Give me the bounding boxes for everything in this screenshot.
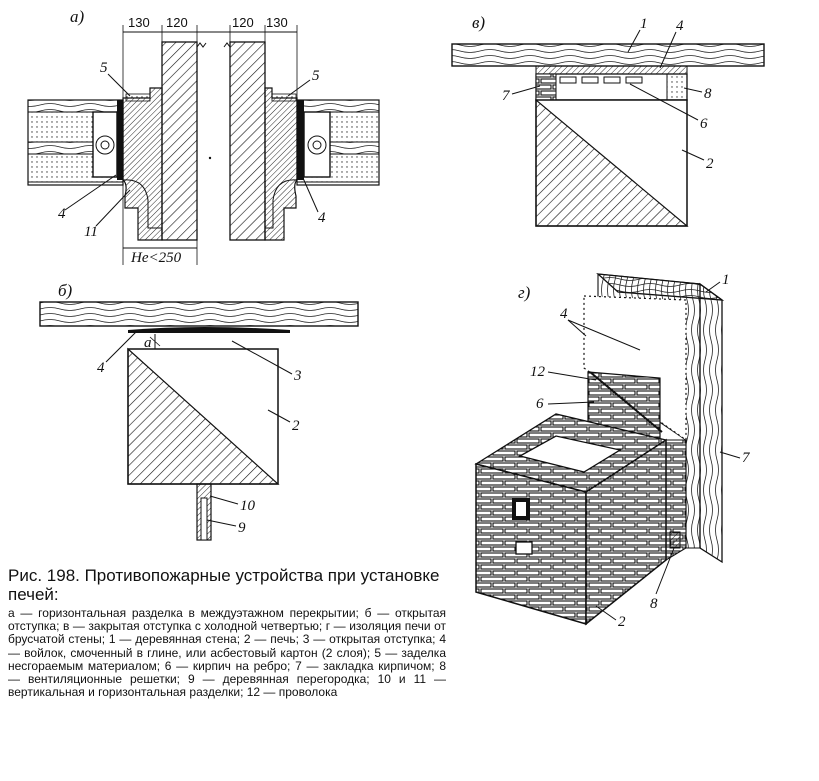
label-6-g: 6: [536, 396, 544, 412]
felt-layer-v: [535, 65, 688, 75]
wooden-wall-b: [39, 301, 359, 327]
wooden-wall-side: [699, 282, 723, 564]
panel-g-letter: г): [518, 283, 531, 302]
panel-g: г) 1 4 12 6 7 8 2: [474, 272, 751, 630]
panel-b: б) 4 а 3 2 10 9: [39, 281, 359, 541]
stove-side: [585, 438, 667, 626]
ash-door: [515, 541, 533, 555]
label-1-v: 1: [640, 16, 648, 32]
label-2-v: 2: [706, 156, 714, 172]
panel-v-letter: в): [472, 13, 485, 32]
panel-v: в) 1 4 7 8 6 2: [451, 13, 765, 227]
panel-b-letter: б): [58, 281, 73, 300]
insulation-left: [27, 111, 94, 143]
caption-legend: а — горизонтальная разделка в междуэтажн…: [8, 606, 446, 700]
label-4-v: 4: [676, 18, 684, 34]
dim-130-right: 130: [266, 15, 288, 30]
label-4-g: 4: [560, 306, 568, 322]
label-1-g: 1: [722, 272, 730, 288]
chimney-wall-left: [161, 41, 198, 241]
ceiling-boards-right: [329, 141, 380, 155]
dim-120-left: 120: [166, 15, 188, 30]
label-8-v: 8: [704, 86, 712, 102]
beam-left: [92, 111, 118, 178]
label-3-b: 3: [293, 368, 302, 384]
floor-boards-right: [296, 99, 380, 113]
label-a-b: а: [144, 335, 152, 351]
dim-130-left: 130: [128, 15, 150, 30]
label-8-g: 8: [650, 596, 658, 612]
dim-bottom-label: Не<250: [130, 250, 182, 266]
floor-boards-left: [27, 99, 124, 113]
label-2-b: 2: [292, 418, 300, 434]
fluffing-right: [264, 87, 298, 241]
label-9-b: 9: [238, 520, 246, 536]
label-4-left: 4: [58, 206, 66, 222]
felt-right: [297, 100, 304, 180]
fluffing-left: [122, 87, 163, 241]
label-4-b: 4: [97, 360, 105, 376]
vent-grid: [669, 531, 681, 549]
felt-left: [117, 100, 123, 180]
insulation-right: [329, 111, 380, 143]
vent-grid-right: [666, 73, 688, 101]
caption-title: Рис. 198. Противопожарные устройства при…: [8, 566, 440, 604]
ceiling-boards-left: [27, 141, 94, 155]
label-10-b: 10: [240, 498, 256, 514]
wooden-partition-9: [200, 497, 208, 541]
label-5-right: 5: [312, 68, 320, 84]
stove-top-opening: [518, 435, 622, 473]
label-7-v: 7: [502, 88, 511, 104]
panel-a: а) 130 120 120 130: [27, 7, 380, 266]
label-6-v: 6: [700, 116, 708, 132]
chimney-wall-right: [229, 41, 266, 241]
label-11: 11: [84, 224, 98, 240]
wire-12: [589, 371, 663, 433]
panel-a-letter: а): [70, 7, 85, 26]
dim-120-right: 120: [232, 15, 254, 30]
label-7-g: 7: [742, 450, 751, 466]
wooden-wall-v: [451, 43, 765, 67]
label-12-g: 12: [530, 364, 546, 380]
label-2-g: 2: [618, 614, 626, 630]
label-5-left: 5: [100, 60, 108, 76]
label-4-right: 4: [318, 210, 326, 226]
figure-caption: Рис. 198. Противопожарные устройства при…: [8, 566, 446, 699]
brick-fill-left: [535, 73, 557, 101]
felt-b: [128, 327, 290, 333]
